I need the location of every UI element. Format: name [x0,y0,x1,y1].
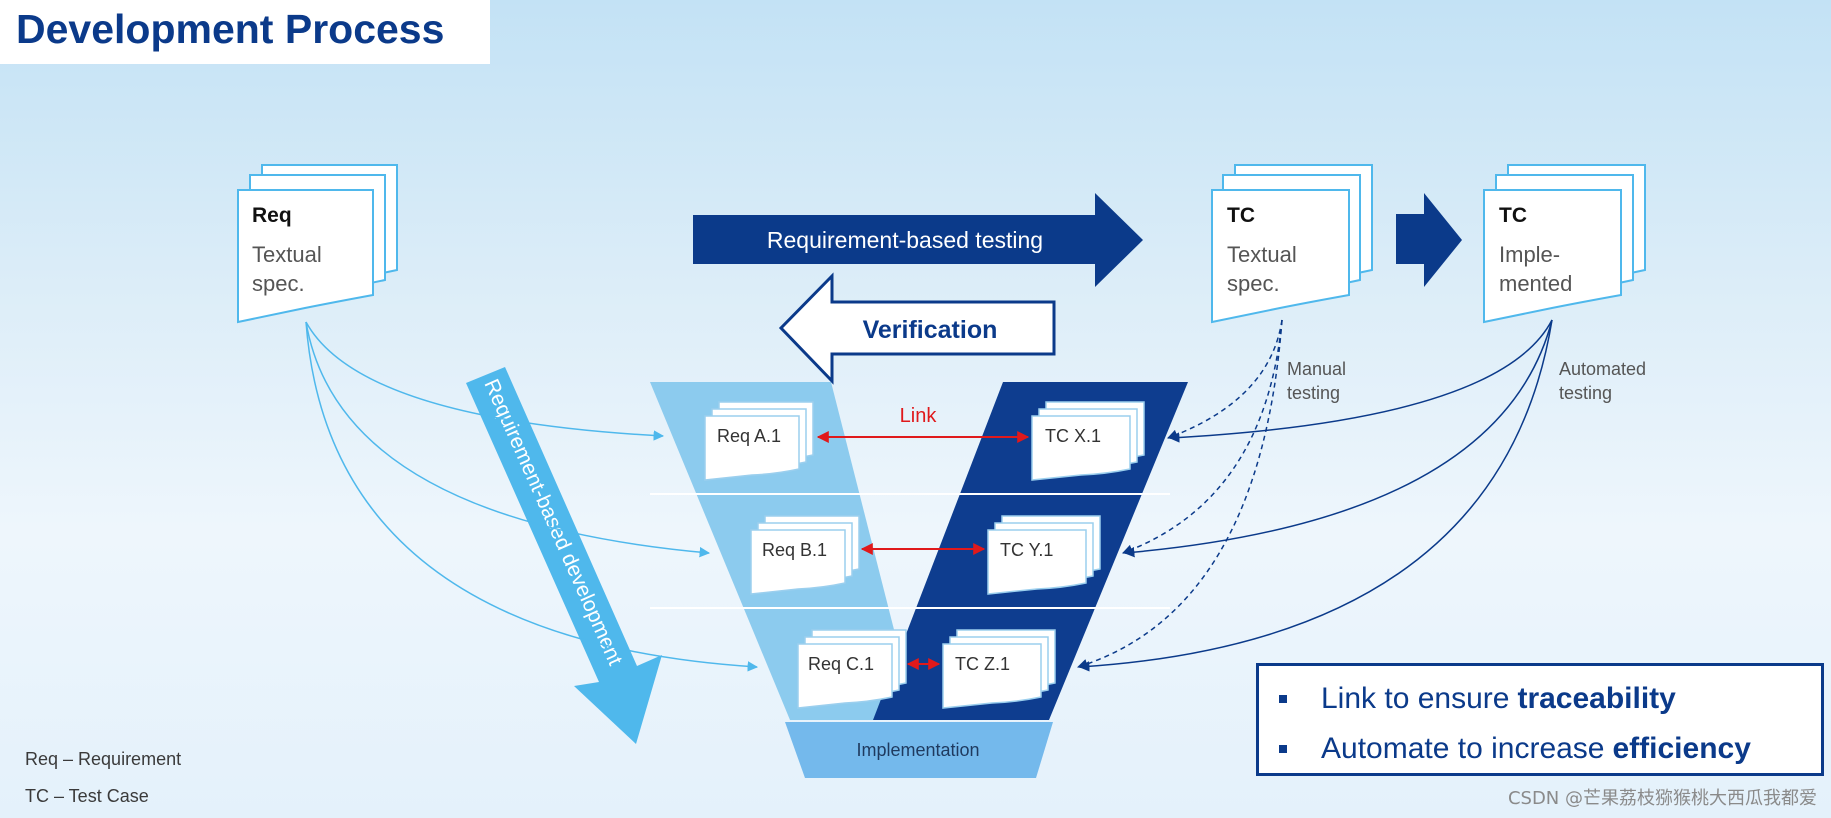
summary-text: Link to ensure [1321,682,1510,715]
manual-testing-label-2: testing [1287,383,1340,403]
req-connector [305,321,665,441]
implementation-label: Implementation [856,740,979,760]
manual-testing-connector [1167,319,1283,440]
legend-tc: TC – Test Case [25,786,149,806]
tc-spec-doc-line2: spec. [1227,271,1280,296]
bullet-icon [1279,695,1287,703]
requirement-based-testing-arrow: Requirement-based testing [693,193,1143,287]
tc-impl-doc-line1: Imple- [1499,242,1560,267]
req-a1-doc: Req A.1 [704,401,814,481]
req-doc-line2: spec. [252,271,305,296]
automated-testing-connector [1123,319,1553,558]
req-c1-label: Req C.1 [808,654,874,674]
tc-z1-doc: TC Z.1 [942,629,1056,709]
req-connector [305,321,711,558]
manual-testing-connector [1122,319,1283,555]
req-b1-label: Req B.1 [762,540,827,560]
watermark: CSDN @芒果荔枝猕猴桃大西瓜我都爱 [1507,788,1817,809]
tc-impl-doc-heading: TC [1499,204,1527,227]
requirement-based-development-arrow: Requirement-based development [466,367,662,744]
tc-spec-doc-line1: Textual [1227,242,1297,267]
verification-arrow: Verification [778,272,1056,385]
requirement-based-development-label: Requirement-based development [479,376,626,669]
requirement-based-testing-label: Requirement-based testing [767,227,1043,253]
req-connector [305,321,759,672]
summary-item-traceability: Link to ensure traceability [1279,679,1676,719]
tc-y1-doc: TC Y.1 [987,515,1101,595]
req-c1-doc: Req C.1 [797,629,907,709]
tc-textual-spec-doc: TC Textual spec. [1211,164,1373,324]
summary-box: Link to ensure traceability Automate to … [1256,663,1824,776]
tc-z1-label: TC Z.1 [955,654,1010,674]
automated-testing-connector [1078,319,1553,672]
summary-item-efficiency: Automate to increase efficiency [1279,729,1751,769]
tc-y1-label: TC Y.1 [1000,540,1053,560]
spec-to-implemented-arrow [1396,193,1462,287]
req-a1-label: Req A.1 [717,426,781,446]
verification-label: Verification [863,316,998,344]
tc-impl-doc-line2: mented [1499,271,1572,296]
tc-spec-doc-heading: TC [1227,204,1255,227]
summary-bold: efficiency [1612,732,1751,765]
title-box: Development Process [0,0,490,64]
summary-text: Automate to increase [1321,732,1605,765]
automated-testing-label-2: testing [1559,383,1612,403]
tc-x1-doc: TC X.1 [1031,401,1145,481]
tc-x1-label: TC X.1 [1045,426,1101,446]
page-title: Development Process [16,6,445,52]
automated-testing-label-1: Automated [1559,359,1646,379]
req-doc-heading: Req [252,204,292,227]
req-doc-line1: Textual [252,242,322,267]
summary-bold: traceability [1517,682,1676,715]
bullet-icon [1279,745,1287,753]
manual-testing-connector [1076,319,1283,670]
legend-req: Req – Requirement [25,749,182,769]
implementation-block [785,722,1053,778]
tc-implemented-doc: TC Imple- mented [1483,164,1646,324]
req-b1-doc: Req B.1 [750,515,860,595]
link-label: Link [900,405,938,427]
automated-testing-connector [1168,319,1553,443]
manual-testing-label-1: Manual [1287,359,1346,379]
req-textual-spec-doc: Req Textual spec. [237,164,398,324]
